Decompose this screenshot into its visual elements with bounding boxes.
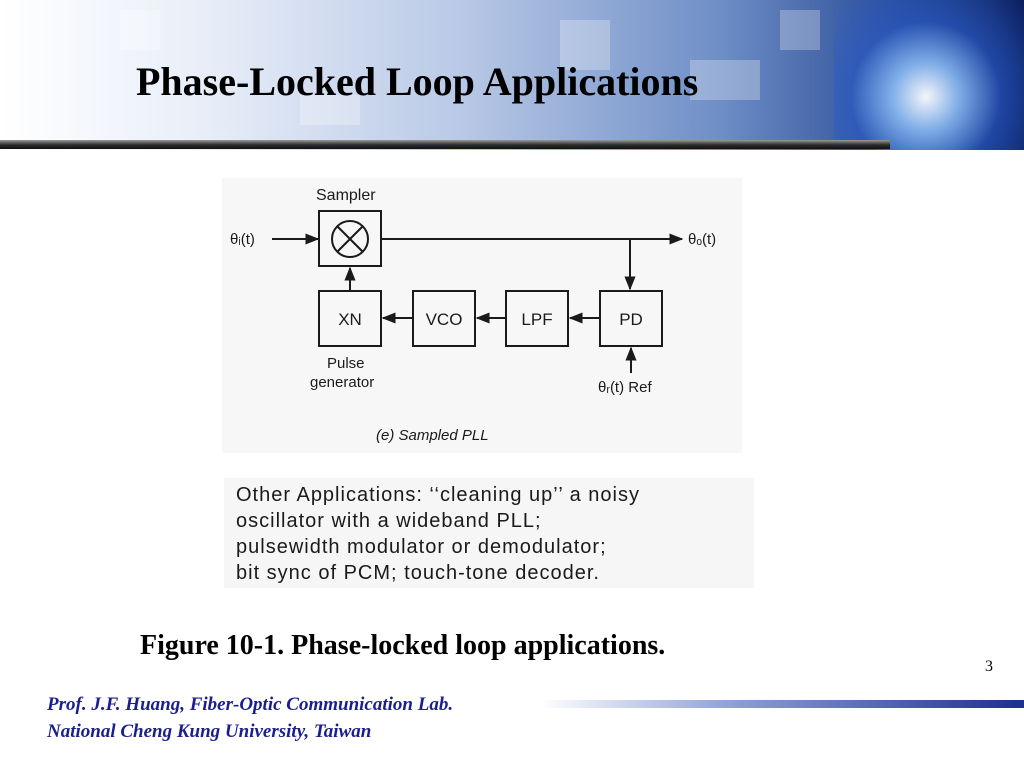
footer-author: Prof. J.F. Huang, Fiber-Optic Communicat… <box>47 694 454 715</box>
banner-tile <box>300 95 360 125</box>
applications-line: pulsewidth modulator or demodulator; <box>236 536 607 558</box>
pll-block-diagram: Sampler θᵢ(t) θₒ(t) XN VCO LPF PD θᵣ(t) … <box>230 187 716 444</box>
other-applications-box: Other Applications: ‘‘cleaning up’’ a no… <box>224 478 754 588</box>
sampled-pll-figure: Sampler θᵢ(t) θₒ(t) XN VCO LPF PD θᵣ(t) … <box>222 178 742 453</box>
applications-line: oscillator with a wideband PLL; <box>236 510 542 532</box>
pd-label: PD <box>619 310 643 329</box>
vco-label: VCO <box>426 310 463 329</box>
title-divider <box>0 140 890 149</box>
header-banner <box>0 0 1024 150</box>
sampler-label: Sampler <box>316 187 376 204</box>
banner-tile <box>120 10 160 50</box>
applications-line: Other Applications: ‘‘cleaning up’’ a no… <box>236 484 640 506</box>
input-label: θᵢ(t) <box>230 231 255 248</box>
fiber-optic-image <box>834 0 1024 150</box>
xn-label: XN <box>338 310 362 329</box>
output-label: θₒ(t) <box>688 231 716 248</box>
footer-bar <box>540 700 1024 708</box>
figure-subcaption: (e) Sampled PLL <box>376 427 489 444</box>
pulse-label: Pulse <box>327 355 365 372</box>
slide-title: Phase-Locked Loop Applications <box>136 59 699 104</box>
banner-tile <box>690 60 760 100</box>
figure-caption: Figure 10-1. Phase-locked loop applicati… <box>140 630 666 661</box>
footer-institution: National Cheng Kung University, Taiwan <box>47 721 372 742</box>
generator-label: generator <box>310 374 374 391</box>
ref-label: θᵣ(t) Ref <box>598 379 652 396</box>
multiplier-symbol <box>331 220 369 258</box>
banner-tile <box>560 20 610 70</box>
banner-tile <box>780 10 820 50</box>
applications-line: bit sync of PCM; touch-tone decoder. <box>236 562 600 584</box>
lpf-label: LPF <box>521 310 552 329</box>
page-number: 3 <box>985 658 993 675</box>
